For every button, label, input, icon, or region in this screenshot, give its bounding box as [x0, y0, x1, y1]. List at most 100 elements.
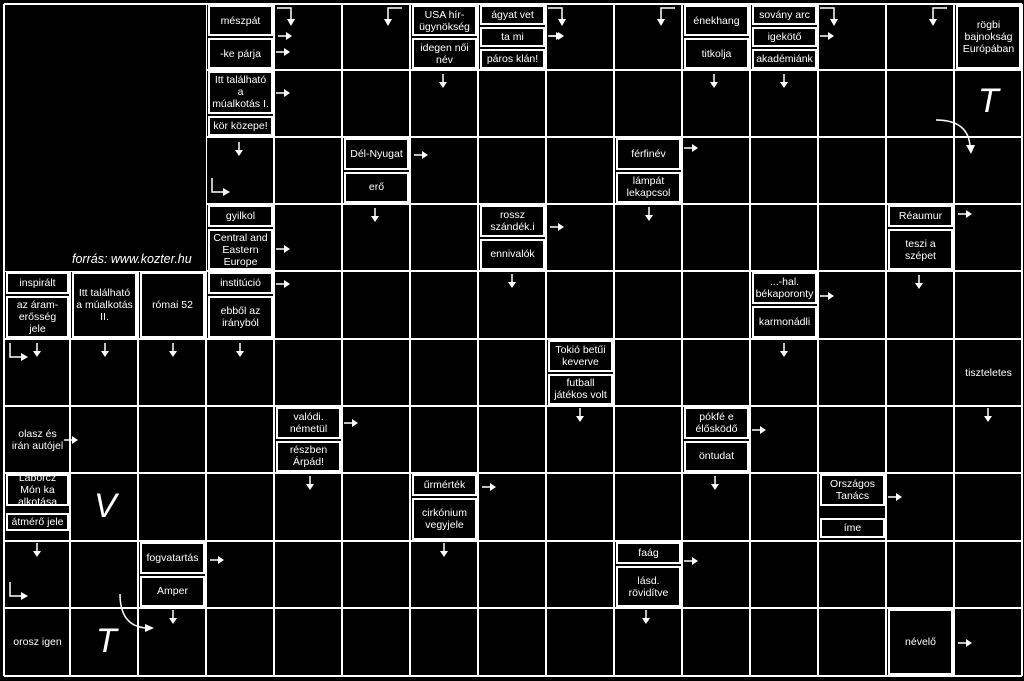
arrow-down-icon	[235, 142, 243, 156]
grid-line-vertical	[205, 4, 207, 676]
grid-line-vertical	[409, 4, 411, 676]
answer-cell[interactable]	[343, 272, 409, 338]
answer-cell[interactable]	[275, 542, 341, 607]
answer-cell[interactable]	[343, 474, 409, 540]
answer-cell[interactable]	[275, 609, 341, 675]
grid-line-vertical	[341, 4, 343, 676]
arrow-right-icon	[64, 436, 78, 444]
grid-line-vertical	[681, 4, 683, 676]
answer-cell[interactable]	[275, 71, 341, 136]
clue-faag: faág	[616, 542, 681, 565]
answer-cell[interactable]	[343, 71, 409, 136]
arrow-down-icon	[306, 476, 314, 490]
answer-cell[interactable]	[751, 407, 817, 472]
answer-cell[interactable]	[615, 407, 681, 472]
answer-cell[interactable]	[615, 272, 681, 338]
grid-line-horizontal	[4, 338, 1022, 340]
arrow-right-icon	[482, 483, 496, 491]
answer-cell[interactable]	[683, 542, 749, 607]
answer-cell[interactable]	[955, 474, 1021, 540]
answer-cell[interactable]	[479, 138, 545, 203]
answer-cell[interactable]	[411, 205, 477, 270]
answer-cell[interactable]	[275, 205, 341, 270]
answer-cell[interactable]	[615, 71, 681, 136]
answer-cell[interactable]	[819, 407, 885, 472]
answer-cell[interactable]	[411, 340, 477, 405]
answer-cell[interactable]	[887, 340, 953, 405]
answer-cell[interactable]	[479, 71, 545, 136]
answer-cell[interactable]	[343, 340, 409, 405]
answer-cell[interactable]	[887, 407, 953, 472]
answer-cell[interactable]	[955, 272, 1021, 338]
arrow-down-icon	[33, 343, 41, 357]
answer-cell[interactable]	[547, 138, 613, 203]
answer-cell[interactable]	[207, 609, 273, 675]
answer-cell[interactable]	[139, 407, 205, 472]
answer-cell[interactable]	[615, 340, 681, 405]
answer-cell[interactable]	[819, 71, 885, 136]
answer-cell[interactable]	[751, 542, 817, 607]
answer-cell[interactable]	[139, 474, 205, 540]
answer-cell[interactable]	[411, 272, 477, 338]
answer-cell[interactable]	[547, 71, 613, 136]
arrow-right-icon	[888, 493, 902, 501]
answer-cell[interactable]	[411, 138, 477, 203]
answer-cell[interactable]	[887, 542, 953, 607]
answer-cell[interactable]	[547, 542, 613, 607]
arrow-down-icon	[710, 74, 718, 88]
answer-cell[interactable]	[275, 138, 341, 203]
answer-cell[interactable]	[615, 474, 681, 540]
grid-line-horizontal	[4, 3, 1022, 5]
answer-cell[interactable]	[887, 474, 953, 540]
answer-cell[interactable]	[343, 609, 409, 675]
answer-cell[interactable]	[71, 407, 137, 472]
answer-cell[interactable]	[819, 272, 885, 338]
clue-romai-52: római 52	[140, 272, 205, 338]
clue-urmertek: űrmérték	[412, 474, 477, 497]
answer-cell[interactable]	[207, 474, 273, 540]
answer-cell[interactable]	[683, 609, 749, 675]
answer-cell[interactable]	[819, 138, 885, 203]
clue-futball: futball játékos volt	[548, 373, 613, 405]
arrow-right-icon	[820, 32, 834, 40]
answer-cell[interactable]	[207, 542, 273, 607]
answer-cell[interactable]	[479, 542, 545, 607]
answer-cell[interactable]	[275, 340, 341, 405]
answer-cell[interactable]	[683, 205, 749, 270]
answer-cell[interactable]	[751, 205, 817, 270]
answer-cell[interactable]	[479, 340, 545, 405]
answer-cell[interactable]	[819, 205, 885, 270]
answer-cell[interactable]	[207, 407, 273, 472]
answer-cell[interactable]	[683, 272, 749, 338]
grid-line-vertical	[3, 4, 5, 676]
arrow-right-icon	[958, 639, 972, 647]
answer-cell[interactable]	[547, 205, 613, 270]
arrow-down-icon	[439, 74, 447, 88]
arrow-right-icon	[550, 223, 564, 231]
answer-cell[interactable]	[751, 609, 817, 675]
arrow-right-icon	[278, 32, 292, 40]
answer-cell[interactable]	[547, 272, 613, 338]
answer-cell[interactable]	[751, 138, 817, 203]
answer-cell[interactable]	[411, 407, 477, 472]
answer-cell[interactable]	[479, 609, 545, 675]
clue-central: Central and Eastern Europe	[208, 229, 273, 270]
answer-cell[interactable]	[479, 407, 545, 472]
answer-cell[interactable]	[819, 340, 885, 405]
answer-cell[interactable]	[547, 609, 613, 675]
solution-letter-t-bottom: T	[96, 622, 117, 660]
arrow-right-icon	[276, 245, 290, 253]
answer-cell[interactable]	[343, 407, 409, 472]
answer-cell[interactable]	[547, 474, 613, 540]
arrow-curved-icon	[935, 119, 975, 154]
answer-cell[interactable]	[819, 542, 885, 607]
answer-cell[interactable]	[955, 542, 1021, 607]
answer-cell[interactable]	[411, 609, 477, 675]
clue-rogbi: rögbi bajnokság Európában	[956, 5, 1021, 69]
answer-cell[interactable]	[683, 340, 749, 405]
arrow-down-icon	[440, 543, 448, 557]
answer-cell[interactable]	[819, 609, 885, 675]
arrow-right-icon	[414, 151, 428, 159]
answer-cell[interactable]	[751, 474, 817, 540]
answer-cell[interactable]	[343, 542, 409, 607]
